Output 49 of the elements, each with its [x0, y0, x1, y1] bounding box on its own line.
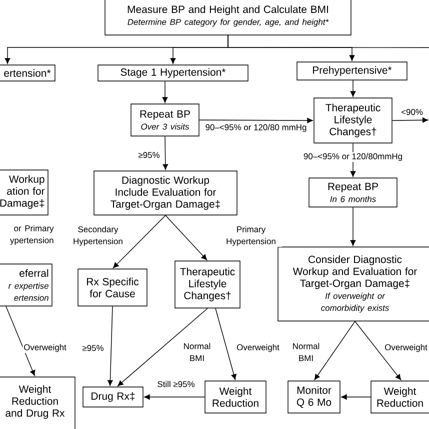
edge-label: Overweight [22, 343, 68, 353]
arrow [350, 80, 356, 97]
arrow [112, 215, 166, 268]
edge-label: Overweight [236, 343, 280, 353]
process-box: Therapeutic Lifestyle Changes† [314, 98, 392, 144]
arrow [215, 308, 236, 380]
edge-label: Primary Hypertension [220, 225, 282, 247]
edge-label: Overweight [384, 343, 428, 353]
process-box: Weight Reduction [204, 380, 266, 414]
process-box: Prehypertensive* [296, 62, 408, 80]
arrow [341, 394, 371, 400]
arrow [6, 306, 36, 376]
arrow [165, 215, 208, 260]
arrow [350, 207, 356, 246]
edge-label: 90–<95% or 120/80mmHg [302, 152, 404, 162]
process-box: Measure BP and Height and Calculate BMI Determine BP category for gender, age, and height* [104, 0, 352, 36]
process-box: Workup ation for Damage‡ [0, 170, 48, 216]
arrow [118, 308, 208, 386]
edge-label: ≥95% [81, 344, 105, 352]
edge-label: Normal BMI [176, 342, 218, 362]
process-box: Rx Specific for Cause [78, 268, 148, 306]
process-box: Stage 1 Hypertension* [98, 64, 248, 82]
arrow [162, 81, 168, 103]
process-box: Consider Diagnostic Workup and Evaluation for Target-Organ Damage‡ If overweight or comorbidity exists [278, 246, 429, 322]
process-box: Weight Reduction [370, 380, 429, 414]
process-box: Diagnostic Workup Include Evaluation for Target-Organ Damage‡ [94, 170, 238, 216]
edge-label: Still ≥95% [156, 380, 196, 388]
arrow [392, 117, 428, 123]
process-box: Weight Reduction and Drug Rx [0, 376, 76, 429]
process-box: Monitor Q 6 Mo [288, 380, 340, 414]
edge-label: ≥95% [137, 151, 161, 159]
edge-label: 90–<95% or 120/80 mmHg [204, 123, 308, 133]
process-box: eferral r expertise ertension [0, 264, 52, 306]
edge-label: Secondary Hypertension [68, 225, 128, 247]
arrow [108, 306, 113, 386]
arrow [314, 321, 356, 380]
process-box: Repeat BP In 6 months [308, 178, 398, 208]
process-box: Therapeutic Lifestyle Changes† [174, 260, 240, 308]
arrow [350, 143, 356, 177]
arrow [354, 321, 402, 380]
arrow [162, 136, 168, 170]
edge-label: Normal BMI [285, 342, 327, 362]
process-box: Repeat BP Over 3 visits [130, 104, 200, 136]
process-box: ertension* [0, 64, 56, 82]
arrow [199, 118, 313, 124]
edge-label: <90% [400, 108, 424, 116]
process-box: Drug Rx‡ [82, 386, 144, 408]
label: or Primary ypertension [10, 225, 54, 245]
arrow [144, 394, 205, 400]
